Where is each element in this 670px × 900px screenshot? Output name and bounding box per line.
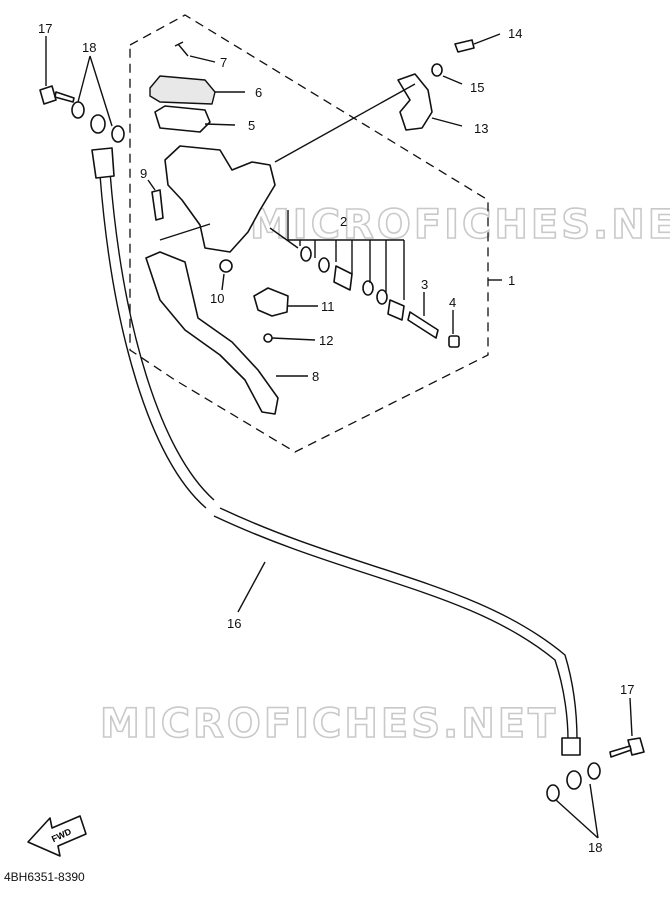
callout-16: 16 xyxy=(227,616,241,631)
callout-7: 7 xyxy=(220,55,227,70)
copper-washer-top-2 xyxy=(111,125,125,143)
reservoir-cap xyxy=(149,75,216,105)
copper-washer-top-1 xyxy=(71,101,85,119)
dust-boot xyxy=(448,335,460,348)
callout-14: 14 xyxy=(508,26,522,41)
brake-hose xyxy=(91,147,581,756)
callout-6: 6 xyxy=(255,85,262,100)
diaphragm xyxy=(154,105,211,133)
callout-4: 4 xyxy=(449,295,456,310)
hose-banjo-top xyxy=(90,114,106,134)
screw-7 xyxy=(174,41,189,57)
callout-17-top: 17 xyxy=(38,21,52,36)
fwd-arrow: FWD xyxy=(27,815,87,857)
copper-washer-bottom-2 xyxy=(546,784,560,802)
callout-12: 12 xyxy=(319,333,333,348)
callout-17-bottom: 17 xyxy=(620,682,634,697)
washer-15 xyxy=(431,63,443,77)
front-brake-switch xyxy=(253,287,289,317)
piston-kit xyxy=(269,227,405,321)
diagram-code: 4BH6351-8390 xyxy=(4,870,85,884)
nut-10 xyxy=(219,259,233,273)
callout-5: 5 xyxy=(248,118,255,133)
callout-9: 9 xyxy=(140,166,147,181)
push-rod xyxy=(407,311,439,339)
union-bolt-bottom xyxy=(609,737,645,758)
callout-3: 3 xyxy=(421,277,428,292)
master-cylinder-body xyxy=(164,145,276,253)
brake-lever xyxy=(145,251,279,415)
hose-banjo-bottom xyxy=(566,770,582,790)
callout-1: 1 xyxy=(508,273,515,288)
copper-washer-bottom-1 xyxy=(587,762,601,780)
assembly-boundary xyxy=(129,14,489,453)
holder xyxy=(397,73,433,131)
watermark-bottom: MICROFICHES.NET xyxy=(100,701,558,747)
callout-2: 2 xyxy=(340,214,347,229)
callout-18-top: 18 xyxy=(82,40,96,55)
watermark-top: MICROFICHES.NET xyxy=(250,202,670,248)
callout-18-bottom: 18 xyxy=(588,840,602,855)
callout-11: 11 xyxy=(321,299,335,314)
union-bolt-top xyxy=(39,85,75,105)
callout-10: 10 xyxy=(210,291,224,306)
bolt-14 xyxy=(454,39,475,53)
screw-12 xyxy=(263,333,273,343)
callout-8: 8 xyxy=(312,369,319,384)
pivot-bolt xyxy=(151,189,164,221)
leader-lines xyxy=(45,33,633,839)
callout-15: 15 xyxy=(470,80,484,95)
callout-13: 13 xyxy=(474,121,488,136)
